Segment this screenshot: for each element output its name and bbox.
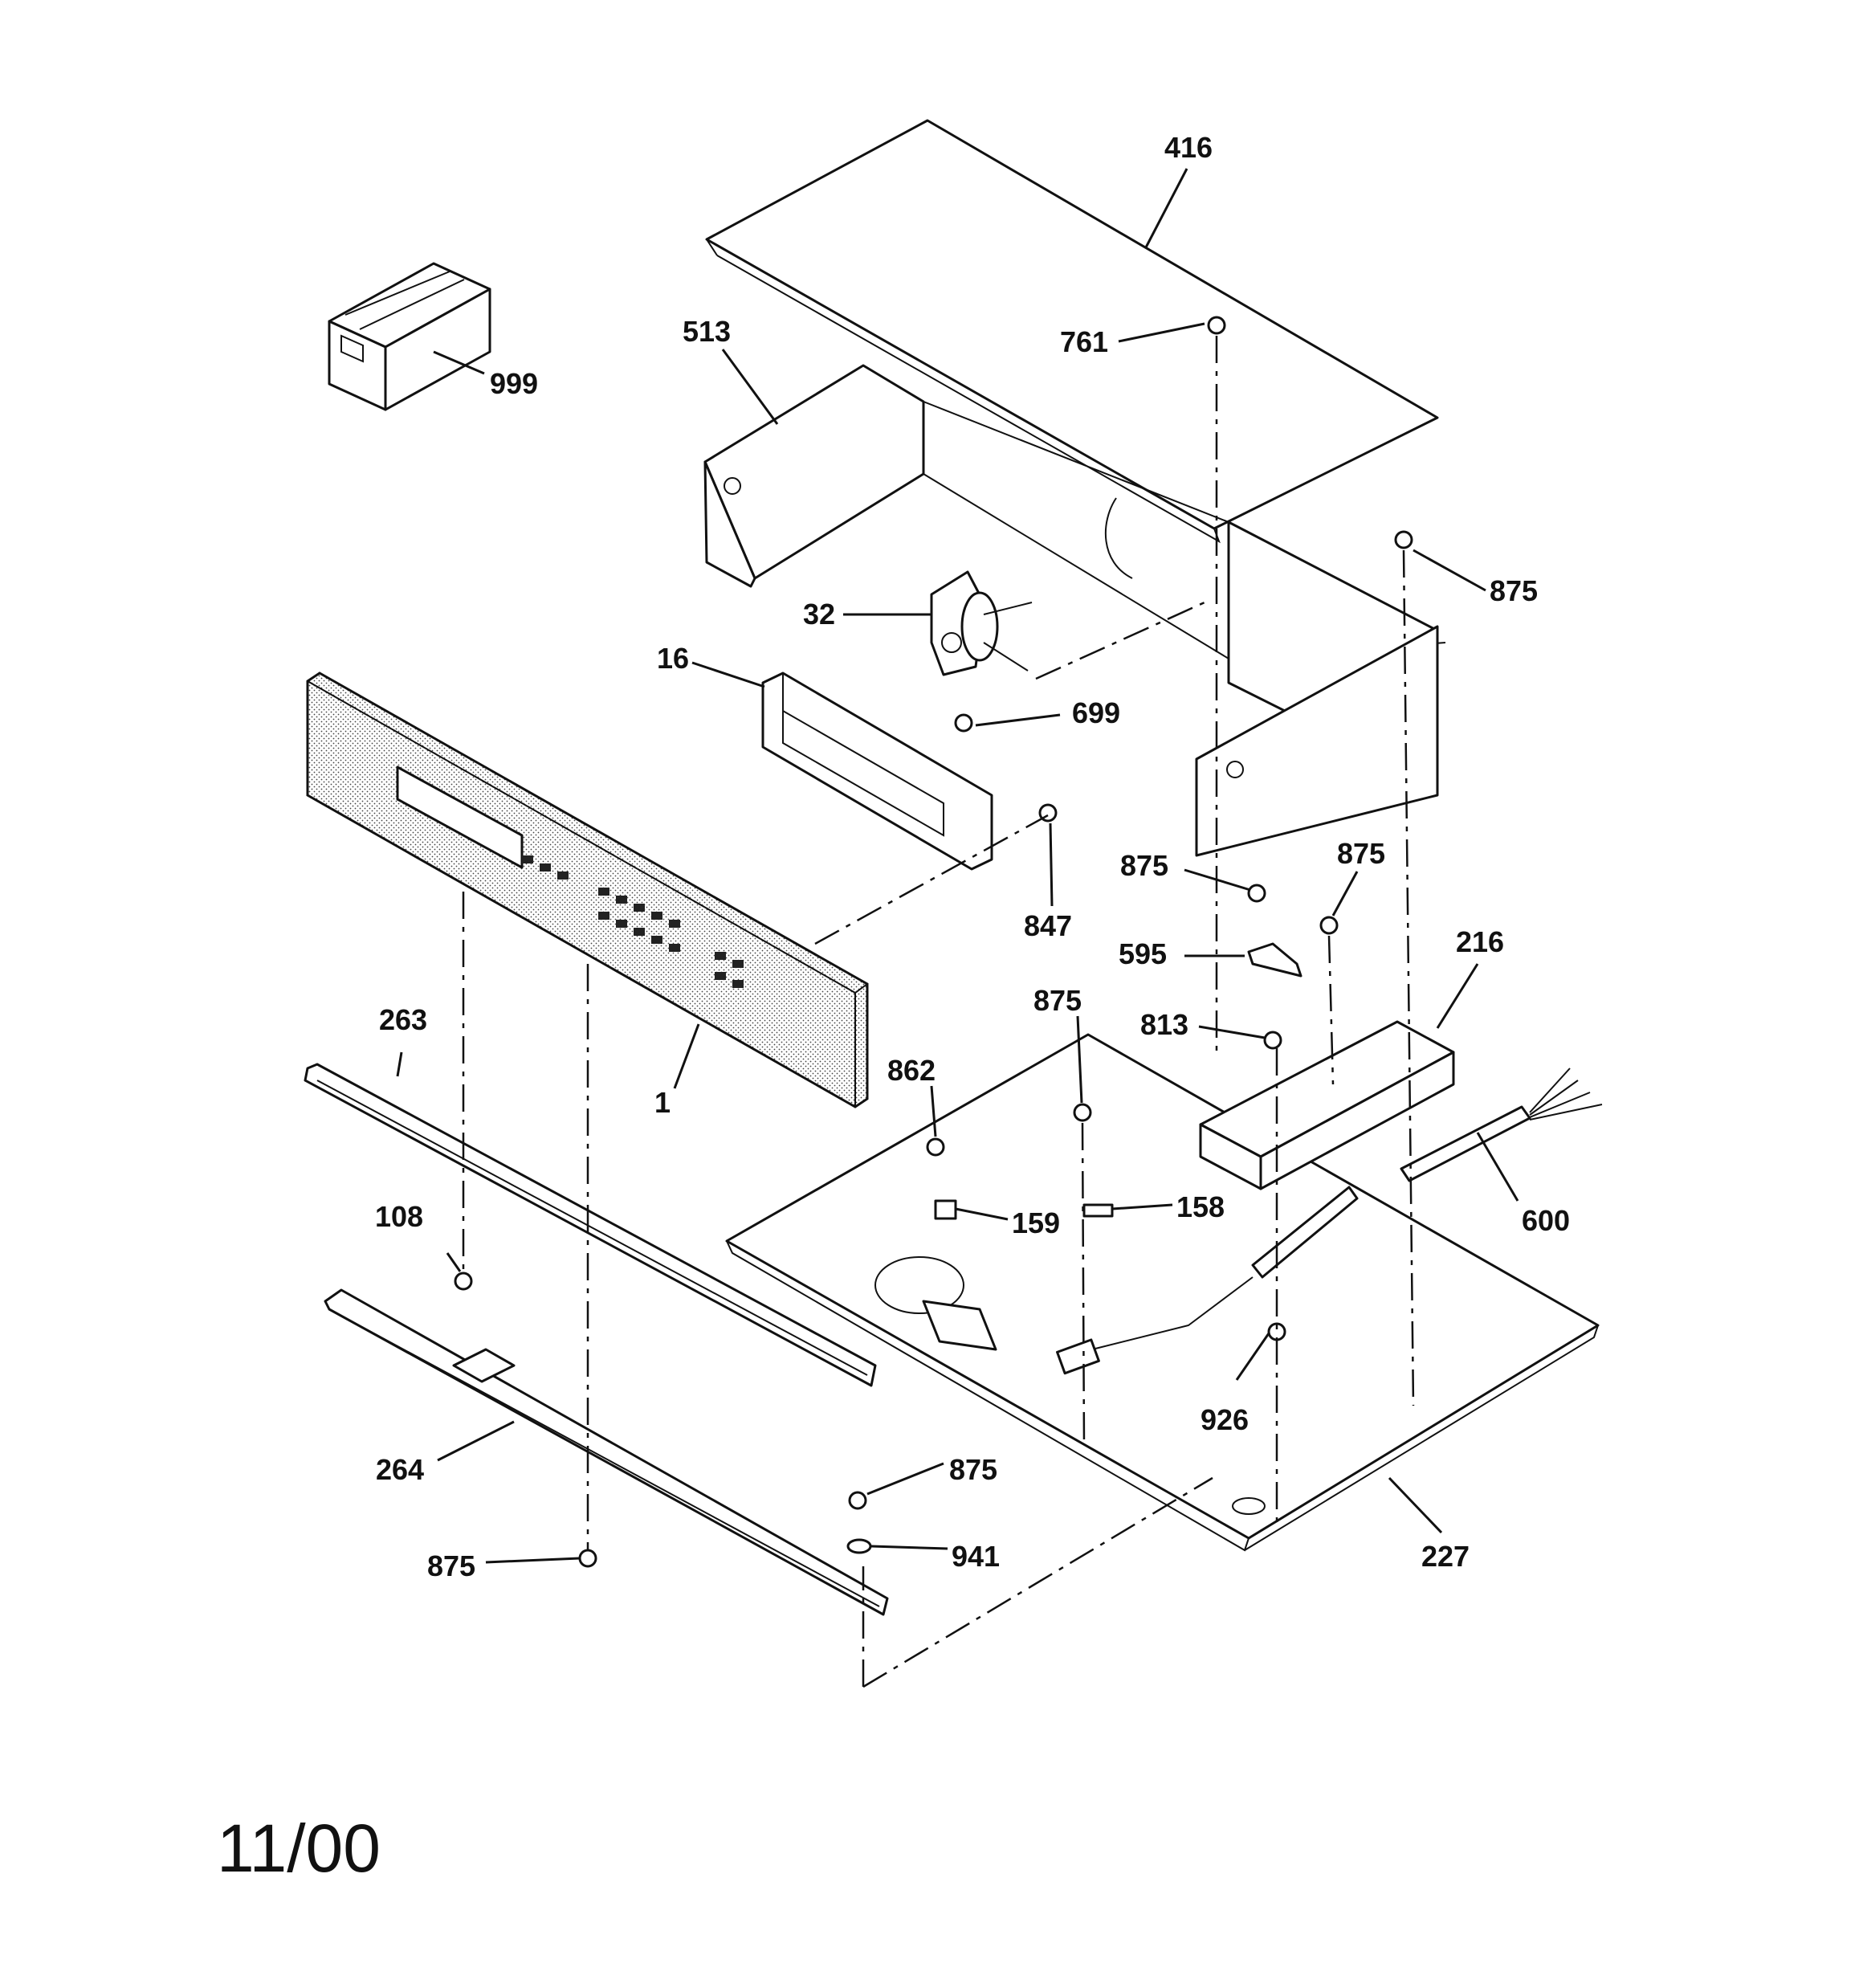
callout-416: 416	[1164, 131, 1213, 164]
control-panel-part-1	[306, 672, 869, 1108]
power-cord-part-600	[1056, 1067, 1603, 1375]
callout-999: 999	[490, 367, 538, 400]
callout-926: 926	[1201, 1403, 1249, 1436]
screw-699	[954, 713, 973, 733]
date-code: 11/00	[217, 1810, 381, 1886]
cabinet-wrapper-part-513	[703, 364, 1446, 857]
callout-875-top-right: 875	[1490, 574, 1538, 607]
callout-216: 216	[1456, 925, 1504, 958]
callout-513: 513	[683, 315, 731, 348]
callout-600: 600	[1522, 1204, 1570, 1237]
callout-862: 862	[887, 1054, 936, 1087]
screw-875-mid-right	[1319, 916, 1339, 935]
screw-875-top	[1394, 530, 1413, 549]
fan-motor-part-32	[930, 570, 1033, 676]
thermostat-159	[934, 1199, 957, 1220]
callout-108: 108	[375, 1200, 423, 1233]
callout-941: 941	[952, 1540, 1000, 1573]
callout-595: 595	[1119, 937, 1167, 970]
callout-16: 16	[657, 642, 689, 675]
callout-761: 761	[1060, 325, 1108, 358]
base-panel-part-227	[725, 1033, 1600, 1552]
callout-263: 263	[379, 1003, 427, 1036]
callout-699: 699	[1072, 696, 1120, 729]
callout-159: 159	[1012, 1206, 1060, 1239]
callout-158: 158	[1176, 1190, 1225, 1223]
callout-847: 847	[1024, 909, 1072, 942]
trim-part-263	[304, 1063, 877, 1387]
washer-941	[846, 1538, 872, 1554]
callout-875-mid-left: 875	[1120, 849, 1168, 882]
callout-labels: 416 513 999 761 875 32 16 699 847 875 87…	[375, 131, 1570, 1582]
thermostat-158	[1082, 1203, 1114, 1218]
bracket-part-264	[324, 1288, 889, 1616]
screw-761	[1207, 316, 1226, 335]
callout-875-mid-right: 875	[1337, 837, 1385, 870]
callout-875-base: 875	[1033, 984, 1082, 1017]
clamp-595	[1247, 942, 1302, 978]
callout-1: 1	[654, 1086, 671, 1119]
top-panel-part-416	[705, 119, 1439, 544]
control-board-part-16	[761, 672, 993, 871]
screw-813	[1263, 1031, 1282, 1050]
keypad-buttons	[522, 855, 744, 988]
terminal-cover-part-216	[1199, 1020, 1455, 1190]
screw-875-bottom	[578, 1549, 597, 1568]
alignment-lines	[462, 336, 1415, 1688]
callout-875-bottom: 875	[427, 1549, 475, 1582]
callout-813: 813	[1140, 1008, 1188, 1041]
callout-875-lower: 875	[949, 1453, 997, 1486]
screw-108	[454, 1272, 473, 1291]
screw-875-base	[1073, 1103, 1092, 1122]
screw-875-lower	[848, 1491, 867, 1510]
screw-875-mid-left	[1247, 884, 1266, 903]
screw-862	[926, 1137, 945, 1157]
callout-32: 32	[803, 598, 835, 631]
leader-lines	[396, 168, 1519, 1564]
callout-227: 227	[1421, 1540, 1470, 1573]
carton-part-999	[328, 262, 491, 411]
callout-264: 264	[376, 1453, 424, 1486]
